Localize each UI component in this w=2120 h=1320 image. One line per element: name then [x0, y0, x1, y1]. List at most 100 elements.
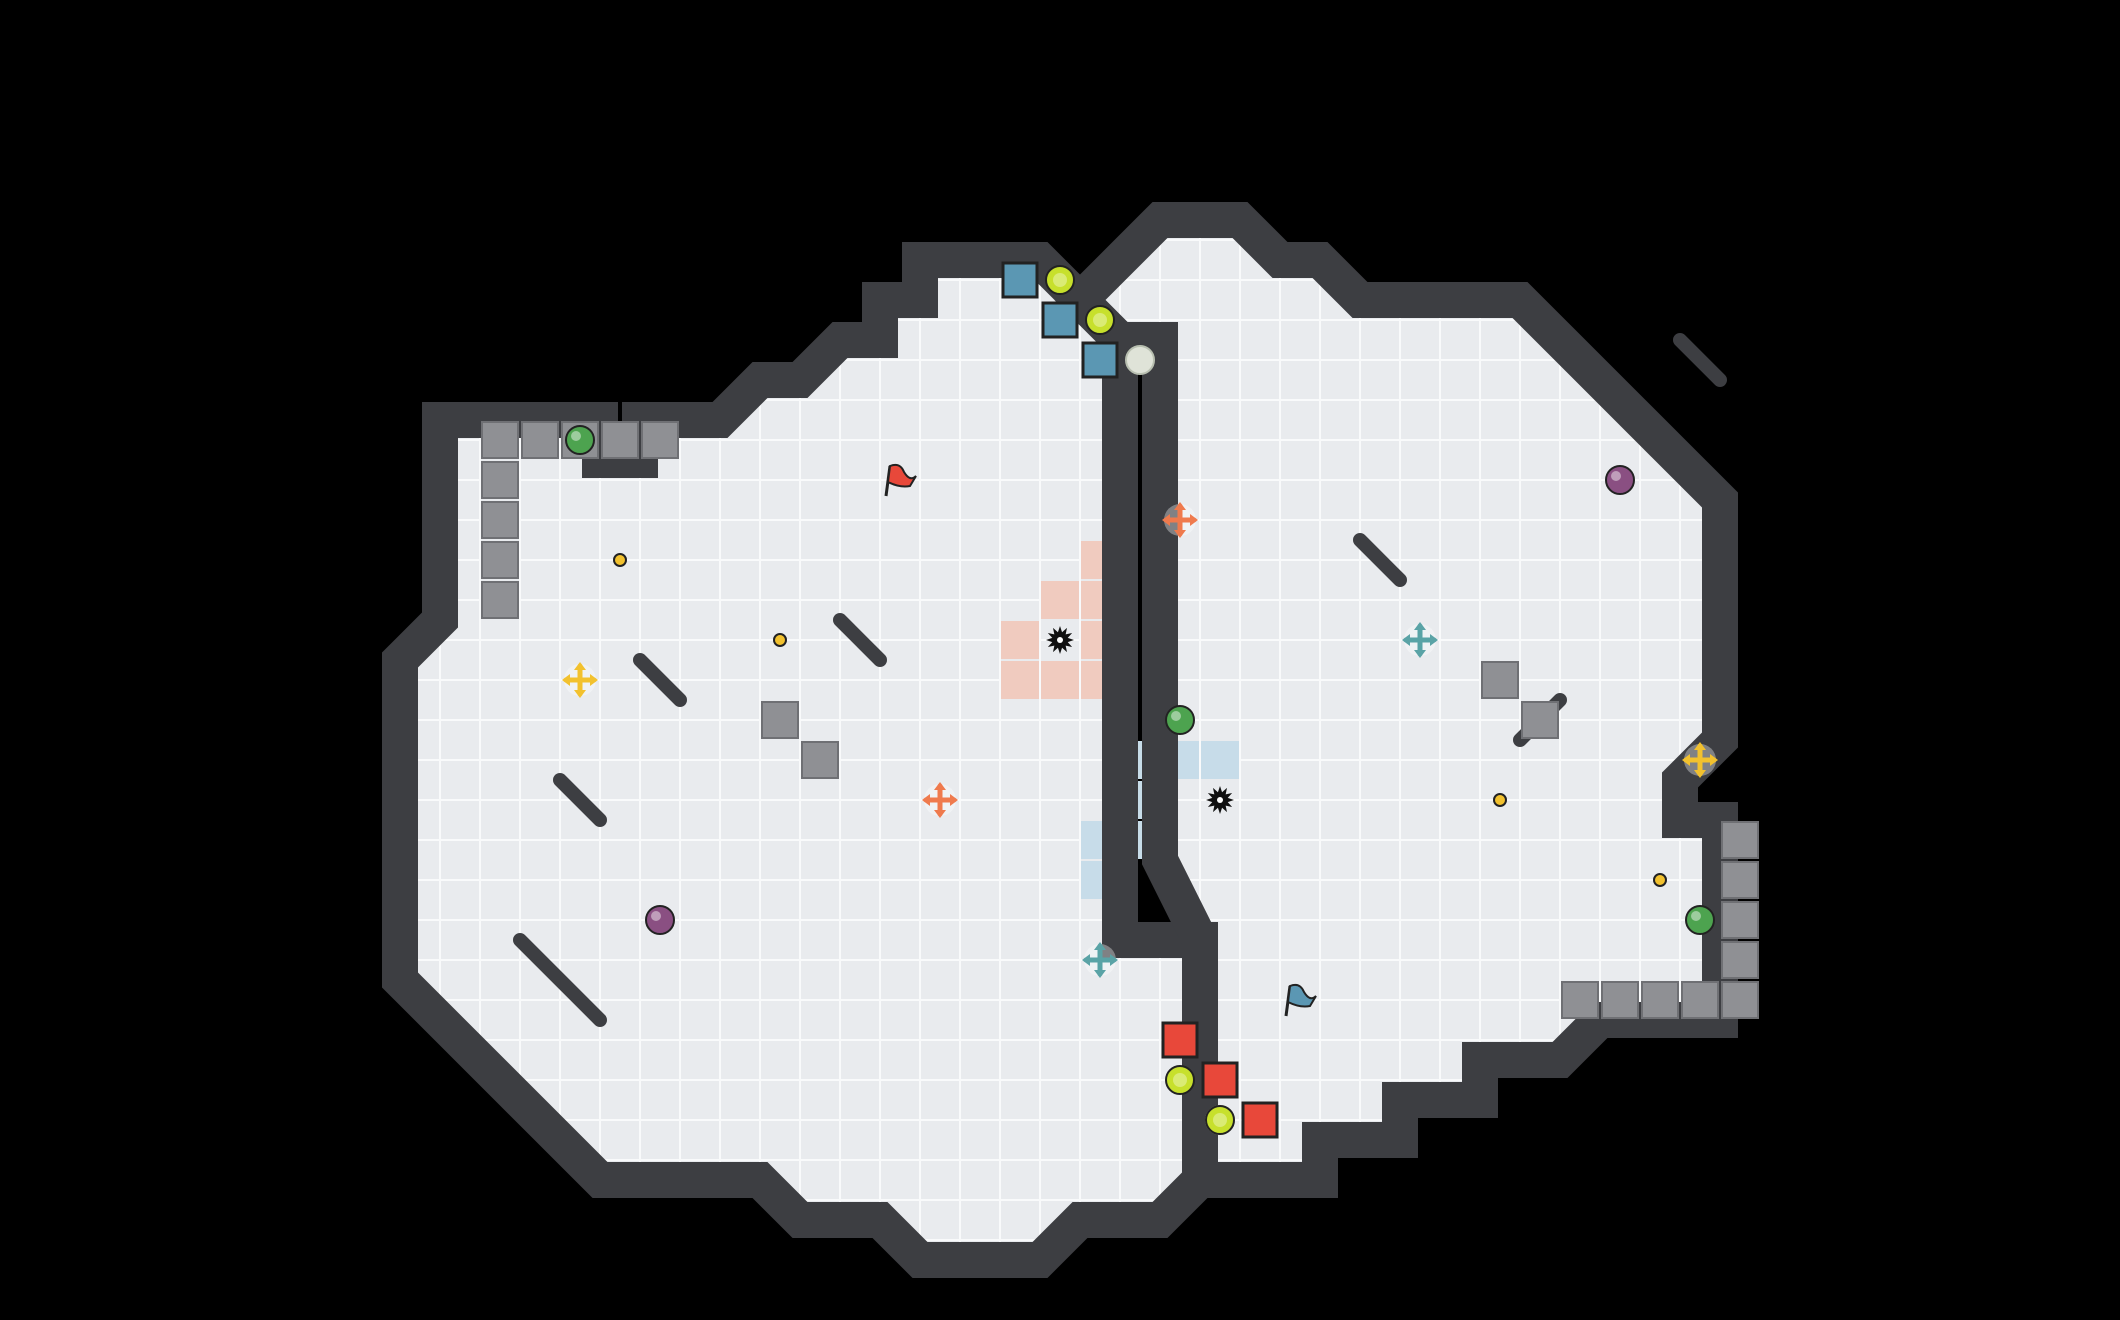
spike-center — [1057, 637, 1063, 643]
boost-arrow — [1430, 634, 1438, 646]
blue-boost-icon — [1082, 942, 1118, 978]
red-pad-tile — [1241, 1101, 1279, 1139]
item-layer — [481, 261, 1759, 1139]
gate-tile — [481, 581, 519, 619]
boost-arrow — [1190, 514, 1198, 526]
red-pad-tile — [1201, 1061, 1239, 1099]
red-pad-tile — [1161, 1021, 1199, 1059]
boost-pad-center — [1093, 313, 1107, 327]
blue-flag-icon — [1286, 983, 1317, 1008]
boost-arrow — [590, 674, 598, 686]
red-endzone-tile — [1041, 581, 1079, 619]
boost-arrow — [1174, 530, 1186, 538]
boost-pad-icon — [1205, 1105, 1235, 1135]
tagpro-powerup-icon — [565, 425, 595, 455]
gate-tile — [481, 541, 519, 579]
boost-arrow — [1414, 622, 1426, 630]
red-flag-icon — [886, 463, 917, 488]
boost-arms — [1403, 623, 1437, 657]
powerup-shine — [1611, 471, 1621, 481]
boost-pad-icon — [1045, 265, 1075, 295]
boost-arms — [923, 783, 957, 817]
neutral-boost-icon — [1682, 742, 1718, 778]
gate-tile — [1521, 701, 1559, 739]
blue-pad-tile — [1041, 301, 1079, 339]
gate-tile — [1641, 981, 1679, 1019]
portal-icon — [1125, 345, 1155, 375]
gate-tile — [1721, 941, 1759, 979]
boost-pad-icon — [1165, 1065, 1195, 1095]
red-endzone-tile — [1041, 661, 1079, 699]
boost-arrow — [1094, 970, 1106, 978]
boost-arrow — [934, 782, 946, 790]
diagonal-wall — [633, 653, 687, 707]
powerup-shine — [571, 431, 581, 441]
boost-pad-icon — [1085, 305, 1115, 335]
powerup-shine — [1691, 911, 1701, 921]
boost-arms — [1683, 743, 1717, 777]
gate-tile — [1721, 821, 1759, 859]
boost-arrow — [562, 674, 570, 686]
blue-pad-tile — [1001, 261, 1039, 299]
powerup-shine — [1171, 711, 1181, 721]
boost-arrow — [1162, 514, 1170, 526]
boost-arrow — [574, 662, 586, 670]
boost-arms — [1163, 503, 1197, 537]
gate-tile — [1481, 661, 1519, 699]
boost-arrow — [1694, 742, 1706, 750]
neutral-boost-icon — [562, 662, 598, 698]
diagonal-wall — [833, 613, 887, 667]
gate-tile — [481, 421, 519, 459]
boost-arrow — [1174, 502, 1186, 510]
pellet-icon — [773, 633, 787, 647]
gate-tile — [1721, 981, 1759, 1019]
gate-tile — [1561, 981, 1599, 1019]
gate-tile — [1601, 981, 1639, 1019]
boost-arrow — [1094, 942, 1106, 950]
gate-tile — [481, 501, 519, 539]
spike-center — [1217, 797, 1223, 803]
diagonal-wall — [1353, 533, 1407, 587]
gate-tile — [801, 741, 839, 779]
gate-tile — [1681, 981, 1719, 1019]
gate-tile — [521, 421, 559, 459]
boost-arrow — [1402, 634, 1410, 646]
boost-arrow — [950, 794, 958, 806]
gate-tile — [1721, 901, 1759, 939]
boost-arms — [1083, 943, 1117, 977]
wall-layer — [382, 202, 1738, 1278]
pellet-icon — [613, 553, 627, 567]
boost-arrow — [1710, 754, 1718, 766]
wall-left — [382, 242, 1218, 1278]
red-endzone-tile — [1001, 661, 1039, 699]
gate-tile — [601, 421, 639, 459]
boost-arrow — [934, 810, 946, 818]
wall-right — [1054, 202, 1738, 1198]
red-boost-icon — [922, 782, 958, 818]
boost-arrow — [1414, 650, 1426, 658]
boost-arrow — [1694, 770, 1706, 778]
red-boost-icon — [1162, 502, 1198, 538]
boost-arrow — [1682, 754, 1690, 766]
diagonal-wall — [553, 773, 607, 827]
boost-arrow — [1082, 954, 1090, 966]
blue-boost-icon — [1402, 622, 1438, 658]
powerup-shine — [651, 911, 661, 921]
pellet-icon — [1653, 873, 1667, 887]
red-endzone-tile — [1001, 621, 1039, 659]
blue-endzone-tile — [1201, 741, 1239, 779]
rolling-bomb-powerup-icon — [645, 905, 675, 935]
rolling-bomb-powerup-icon — [1605, 465, 1635, 495]
tagpro-powerup-icon — [1165, 705, 1195, 735]
blue-pad-tile — [1081, 341, 1119, 379]
boost-arms — [563, 663, 597, 697]
diagonal-wall — [1673, 333, 1727, 387]
gate-tile — [641, 421, 679, 459]
diagonal-wall — [513, 933, 607, 1027]
gate-tile — [761, 701, 799, 739]
gate-tile — [481, 461, 519, 499]
